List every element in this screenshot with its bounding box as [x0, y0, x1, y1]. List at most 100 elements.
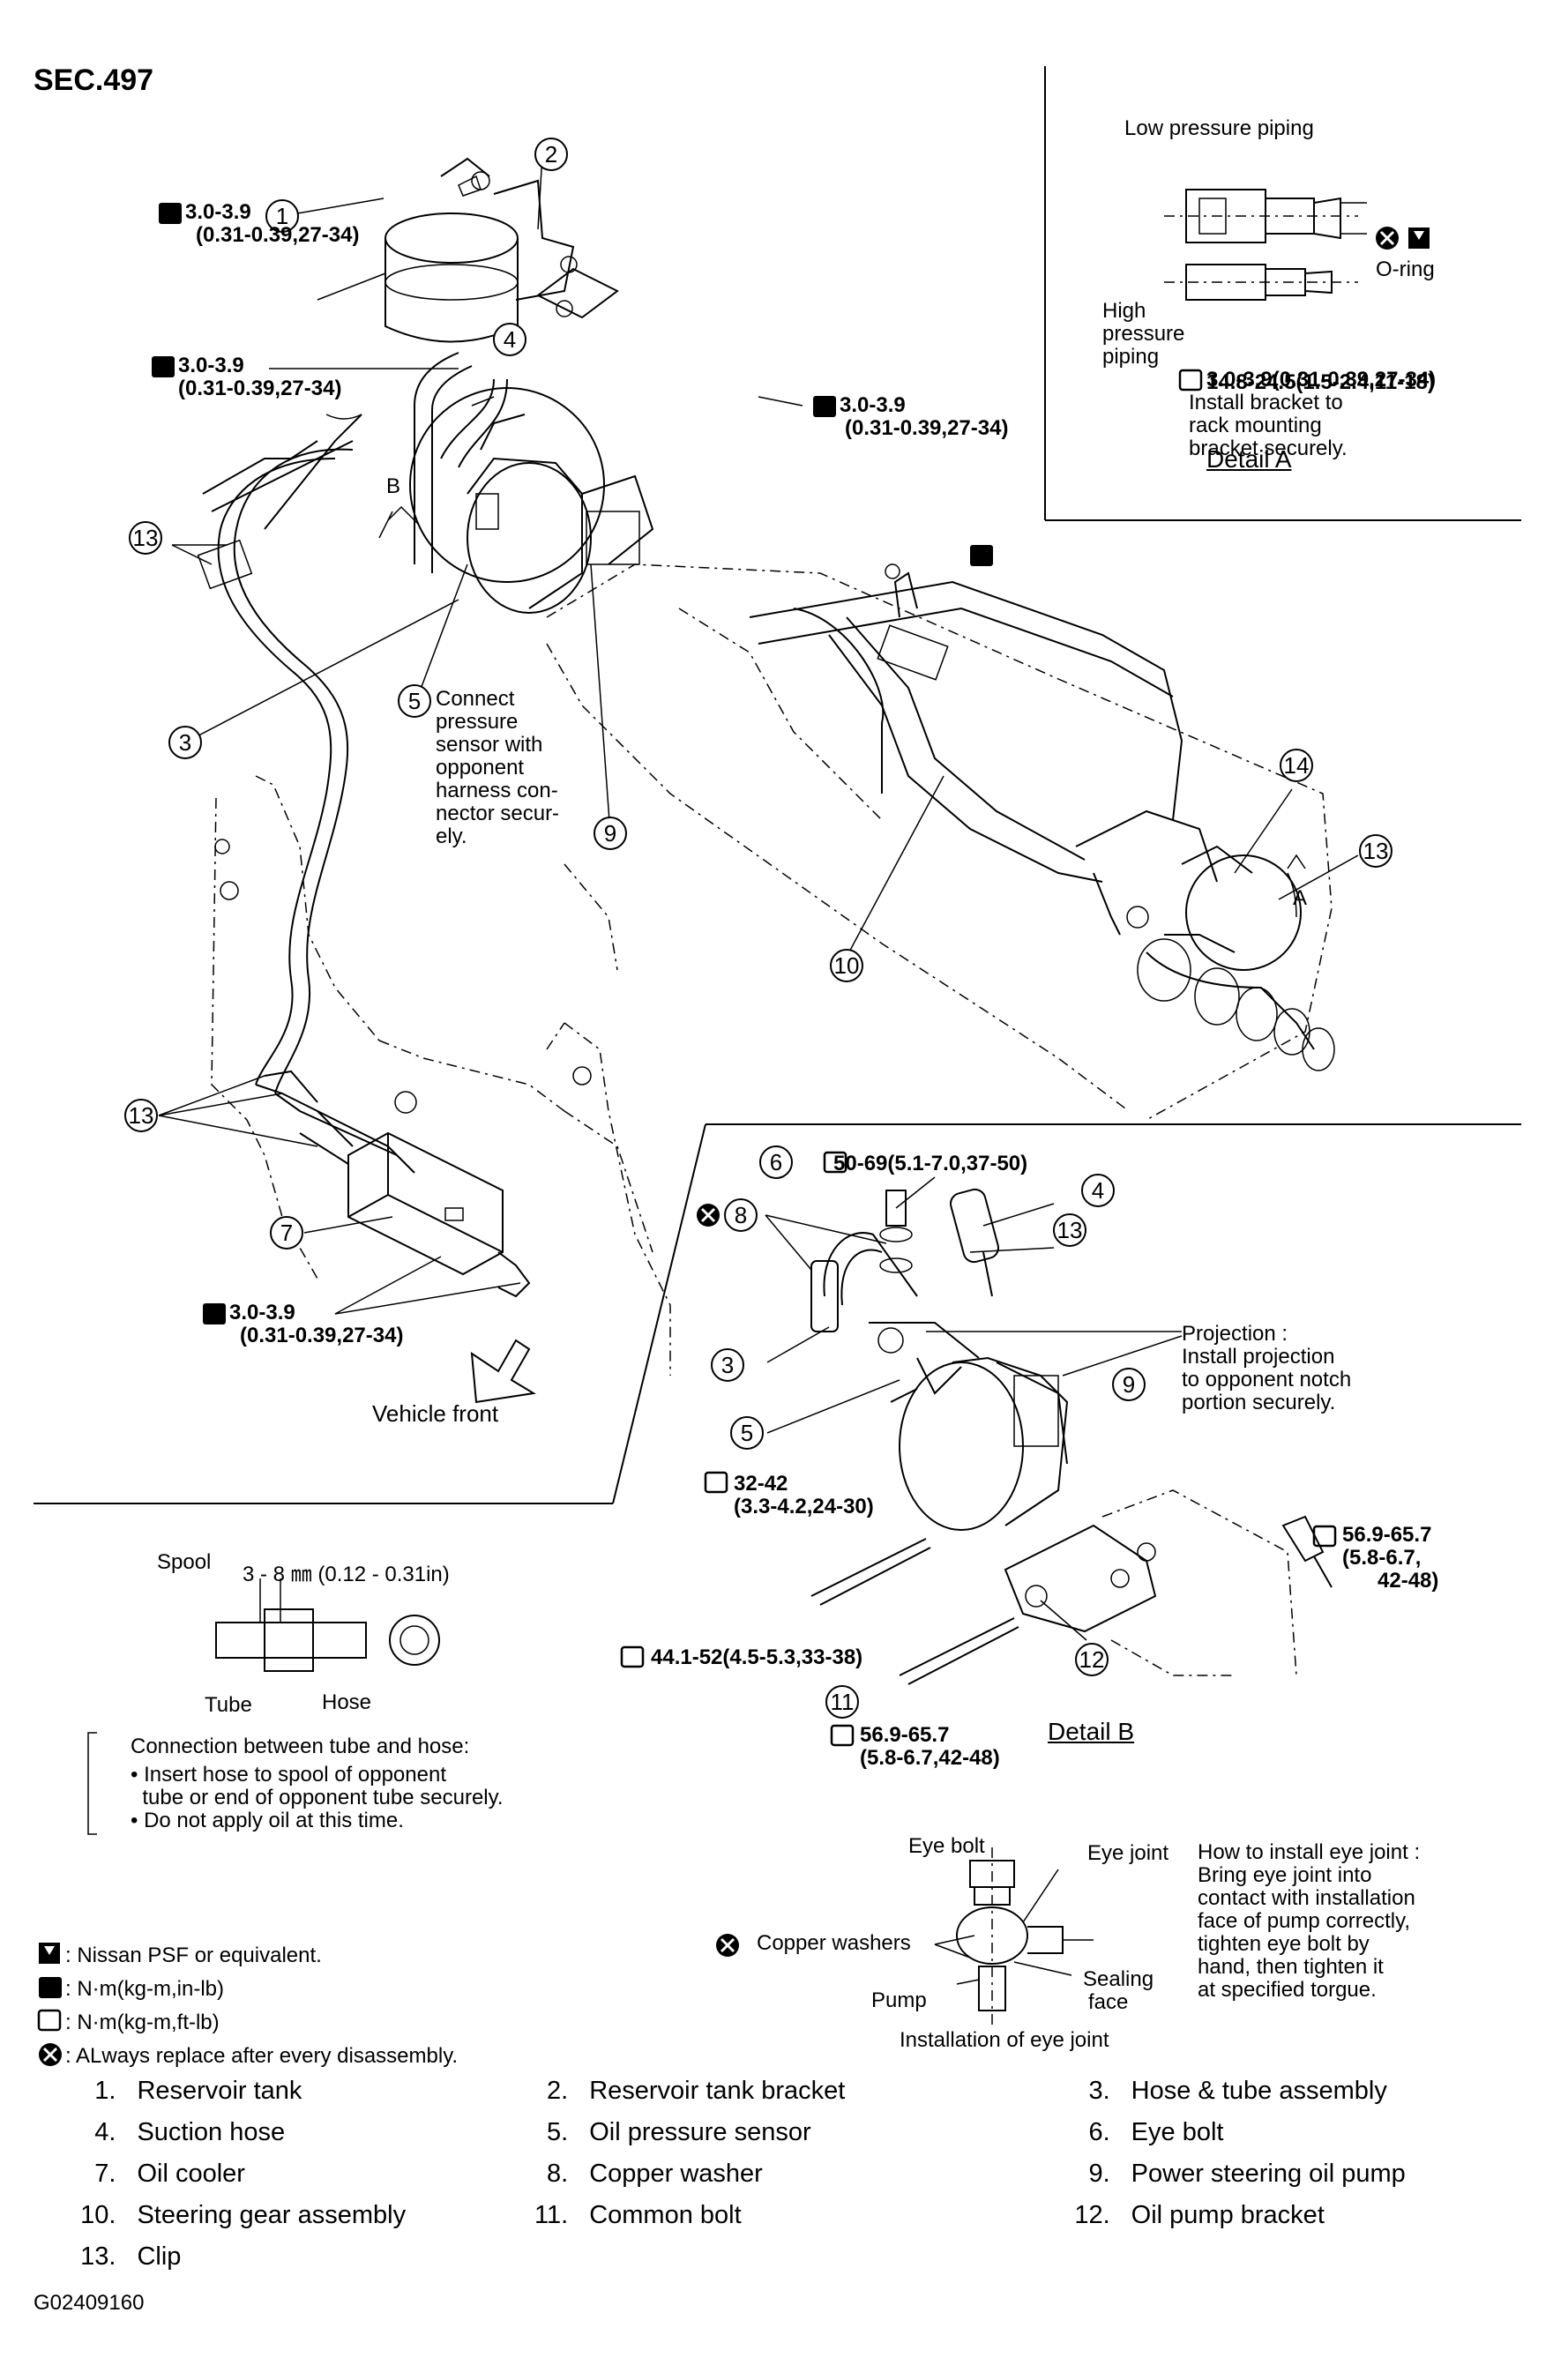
part-name: Clip [137, 2242, 182, 2271]
part-name: Copper washer [589, 2160, 763, 2188]
callout-4b: 4 [1081, 1174, 1115, 1207]
part-name: Hose & tube assembly [1131, 2077, 1387, 2105]
pressure-sensor-note: Connect pressure sensor with opponent ha… [436, 687, 560, 848]
part-number: 9. [1088, 2160, 1110, 2188]
oring-label: O-ring [1376, 257, 1435, 281]
spool-dimension: 3 - 8 ㎜ (0.12 - 0.31in) [243, 1563, 450, 1586]
section-title: SEC.497 [34, 63, 154, 97]
torque-high-pressure: 14.8-24.5(1.5-2.4,11-18) [1206, 370, 1435, 394]
part-number: 7. [94, 2160, 116, 2188]
svg-text:6: 6 [770, 1149, 782, 1175]
part-name: Reservoir tank [137, 2077, 302, 2105]
part-name: Common bolt [589, 2201, 742, 2229]
legend-fluid: : Nissan PSF or equivalent. [65, 1944, 322, 1967]
part-name: Steering gear assembly [137, 2201, 407, 2229]
callout-8: 8 [724, 1198, 758, 1232]
svg-text:4: 4 [1092, 1177, 1104, 1204]
frame-lines [34, 66, 1521, 1504]
svg-text:7: 7 [280, 1220, 293, 1246]
svg-text:9: 9 [604, 820, 616, 847]
callout-13d: 13 [1053, 1213, 1086, 1247]
svg-text:13: 13 [1363, 838, 1389, 864]
spool-inset-drawing [87, 1578, 440, 1835]
vehicle-front-label: Vehicle front [372, 1400, 499, 1427]
part-number: 2. [547, 2077, 569, 2105]
torque-bracket-bolt: 56.9-65.7 (5.8-6.7,42-48) [860, 1723, 1000, 1770]
torque-eye-bolt: 50-69(5.1-7.0,37-50) [833, 1152, 1028, 1175]
eye-bolt-label: Eye bolt [908, 1834, 985, 1858]
callout-4: 4 [493, 323, 526, 356]
connection-title: Connection between tube and hose: [131, 1735, 470, 1758]
fluid-icon [39, 228, 1430, 1964]
callout-1: 1 [265, 199, 299, 233]
hose-label: Hose [322, 1690, 372, 1714]
torque-inlb-icon [39, 203, 993, 1998]
callout-3: 3 [168, 726, 202, 759]
callout-6: 6 [759, 1145, 793, 1179]
sealing-face-label: Sealing face [1083, 1967, 1154, 2014]
callout-3b: 3 [711, 1348, 744, 1382]
parts-row: 7.Oil cooler 8.Copper washer 9.Power ste… [62, 2153, 1508, 2195]
legend-inlb: : N·m(kg-m,in-lb) [65, 1977, 224, 2001]
torque-common-bolt: 44.1-52(4.5-5.3,33-38) [651, 1645, 863, 1669]
frame-member-drawing [211, 775, 671, 1376]
svg-text:5: 5 [741, 1420, 753, 1446]
callout-13c: 13 [124, 1099, 158, 1132]
callout-9b: 9 [1112, 1368, 1146, 1401]
callout-5b: 5 [730, 1416, 764, 1450]
legend-ftlb: : N·m(kg-m,ft-lb) [65, 2011, 220, 2034]
callout-7: 7 [270, 1216, 303, 1250]
svg-text:8: 8 [735, 1202, 747, 1228]
part-number: 13. [80, 2242, 116, 2271]
part-name: Eye bolt [1131, 2118, 1224, 2146]
part-name: Oil pump bracket [1131, 2201, 1325, 2229]
svg-text:11: 11 [831, 1689, 855, 1715]
callout-13a: 13 [129, 521, 162, 555]
callout-10: 10 [830, 949, 863, 982]
callout-13b: 13 [1359, 834, 1392, 868]
svg-text:5: 5 [408, 688, 421, 714]
eye-joint-note: How to install eye joint : Bring eye joi… [1198, 1840, 1421, 2002]
svg-text:3: 3 [721, 1352, 734, 1378]
torque-rack-bracket: 3.0-3.9(0.31-0.39,27-34) Install bracket… [1189, 368, 1437, 460]
callout-9: 9 [594, 817, 627, 850]
oil-cooler-drawing [299, 1110, 531, 1298]
svg-text:13: 13 [1057, 1217, 1083, 1243]
torque-ftlb-icon [37, 369, 1337, 2032]
parts-row: 1.Reservoir tank 2.Reservoir tank bracke… [62, 2070, 1508, 2112]
svg-text:10: 10 [834, 952, 860, 979]
part-name: Oil cooler [137, 2160, 245, 2188]
copper-washers-label: Copper washers [757, 1931, 911, 1955]
tube-label: Tube [205, 1693, 252, 1717]
rotation-arrows [387, 505, 1306, 869]
detail-a-drawing [1164, 189, 1367, 301]
spool-label: Spool [157, 1550, 212, 1574]
parts-list: 1.Reservoir tank 2.Reservoir tank bracke… [62, 2070, 1508, 2278]
part-number: 4. [94, 2118, 116, 2146]
callout-2: 2 [534, 138, 568, 171]
detail-b-title: Detail B [1048, 1718, 1135, 1745]
parts-row: 4.Suction hose 5.Oil pressure sensor 6.E… [62, 2112, 1508, 2153]
part-name: Reservoir tank bracket [589, 2077, 846, 2105]
part-number: 12. [1074, 2201, 1110, 2229]
low-pressure-label: Low pressure piping [1124, 116, 1314, 140]
connection-notes: • Insert hose to spool of opponent tube … [131, 1763, 504, 1832]
torque-bracket-bolt-right: 56.9-65.7 (5.8-6.7, 42-48) [1342, 1523, 1439, 1593]
torque-reservoir-top: 3.0-3.9 (0.31-0.39,27-34) [185, 200, 360, 247]
high-pressure-label: High pressure piping [1102, 299, 1185, 369]
svg-text:1: 1 [276, 203, 288, 229]
callout-11: 11 [825, 1685, 859, 1719]
detail-b-drawing [810, 1188, 1333, 1685]
part-number: 10. [80, 2201, 116, 2229]
detail-b-marker: B [386, 474, 401, 498]
projection-note: Projection : Install projection to oppon… [1182, 1322, 1352, 1414]
svg-text:13: 13 [133, 525, 159, 551]
parts-row: 10. Steering gear assembly 11. Common bolt… [62, 2195, 1508, 2236]
callout-12: 12 [1075, 1643, 1109, 1676]
pump-label: Pump [871, 1988, 927, 2012]
svg-text:4: 4 [504, 326, 516, 353]
part-name: Oil pressure sensor [589, 2118, 811, 2146]
part-number: 11. [534, 2201, 569, 2229]
svg-text:3: 3 [179, 729, 191, 756]
torque-reservoir-mid: 3.0-3.9 (0.31-0.39,27-34) [178, 354, 342, 400]
